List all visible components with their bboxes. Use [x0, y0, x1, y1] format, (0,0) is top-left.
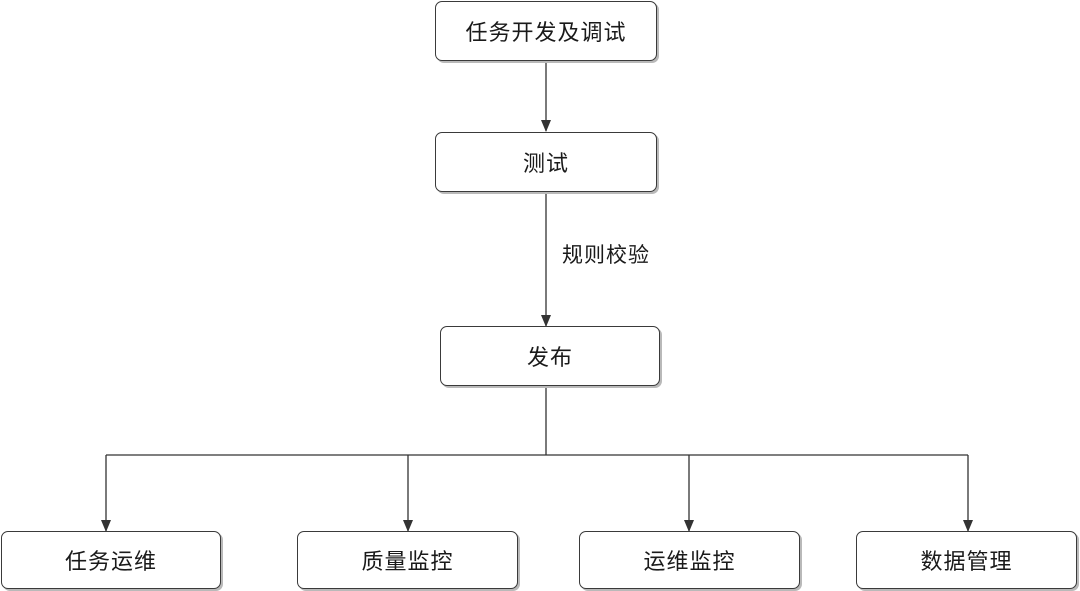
node-label: 任务运维 — [64, 550, 157, 575]
node-ops-monitor: 运维监控 — [579, 531, 800, 589]
edge-label-rule-check: 规则校验 — [562, 243, 650, 267]
node-label: 质量监控 — [361, 550, 454, 575]
node-quality-monitor: 质量监控 — [297, 531, 518, 589]
node-test: 测试 — [435, 132, 657, 192]
node-publish: 发布 — [440, 326, 660, 386]
node-task-dev-debug: 任务开发及调试 — [435, 1, 657, 61]
node-data-manage: 数据管理 — [856, 531, 1077, 589]
node-label: 测试 — [522, 152, 569, 177]
node-label: 运维监控 — [643, 550, 736, 575]
node-task-ops: 任务运维 — [1, 531, 221, 589]
node-label: 任务开发及调试 — [465, 21, 627, 46]
node-label: 发布 — [526, 346, 573, 371]
node-label: 数据管理 — [920, 550, 1013, 575]
